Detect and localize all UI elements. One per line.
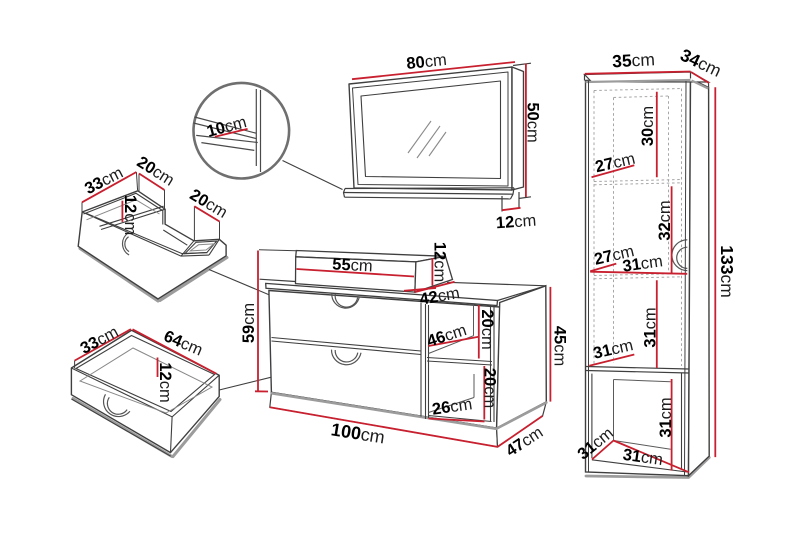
svg-text:35cm: 35cm <box>612 49 656 71</box>
svg-text:20cm: 20cm <box>478 309 496 349</box>
svg-text:50cm: 50cm <box>524 102 542 142</box>
svg-text:100cm: 100cm <box>330 419 387 447</box>
svg-text:31cm: 31cm <box>622 446 664 469</box>
svg-text:32cm: 32cm <box>656 200 674 240</box>
svg-text:26cm: 26cm <box>431 395 473 418</box>
svg-text:12cm: 12cm <box>431 242 449 282</box>
svg-text:27cm: 27cm <box>593 242 636 269</box>
svg-text:33cm: 33cm <box>77 323 121 358</box>
svg-text:10cm: 10cm <box>205 113 249 141</box>
svg-text:80cm: 80cm <box>406 51 448 73</box>
svg-text:31cm: 31cm <box>592 336 635 363</box>
svg-text:27cm: 27cm <box>594 150 637 177</box>
svg-text:12cm: 12cm <box>495 212 537 233</box>
svg-text:12cm: 12cm <box>156 362 174 402</box>
svg-text:31cm: 31cm <box>657 397 675 437</box>
svg-text:59cm: 59cm <box>240 303 258 343</box>
svg-text:46cm: 46cm <box>425 321 469 351</box>
svg-text:30cm: 30cm <box>639 106 657 146</box>
svg-text:45cm: 45cm <box>551 326 569 366</box>
svg-text:133cm: 133cm <box>717 245 737 298</box>
svg-text:31cm: 31cm <box>641 307 659 347</box>
svg-text:12cm: 12cm <box>121 195 139 235</box>
svg-text:55cm: 55cm <box>332 255 373 275</box>
svg-text:20cm: 20cm <box>481 368 499 408</box>
svg-text:31cm: 31cm <box>621 252 663 275</box>
svg-text:42cm: 42cm <box>418 284 461 309</box>
